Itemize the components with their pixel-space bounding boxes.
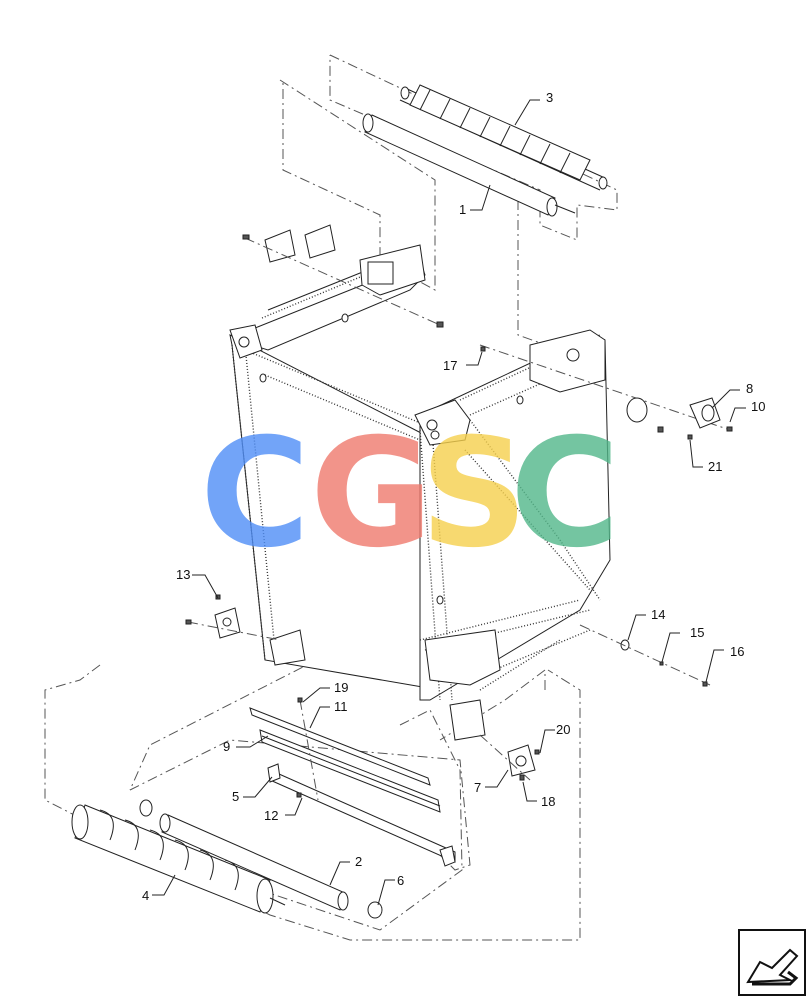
top-bearings xyxy=(242,224,444,328)
watermark-letter-g: G xyxy=(310,407,433,581)
callout-15: 15 xyxy=(690,625,704,640)
cgsc-watermark: C G S C xyxy=(200,407,620,581)
callout-labels: 3 1 8 10 21 17 13 14 15 16 19 11 9 5 12 … xyxy=(142,90,765,903)
callout-17: 17 xyxy=(443,358,457,373)
callout-7: 7 xyxy=(474,780,481,795)
watermark-letter-c1: C xyxy=(200,407,310,581)
roller-4 xyxy=(71,804,286,914)
callout-4: 4 xyxy=(142,888,149,903)
callout-13: 13 xyxy=(176,567,190,582)
roller-1 xyxy=(362,113,576,217)
callout-19: 19 xyxy=(334,680,348,695)
callout-2: 2 xyxy=(355,854,362,869)
washer-bolt-14-16 xyxy=(579,624,711,687)
frame-assembly xyxy=(229,244,611,741)
callout-1: 1 xyxy=(459,202,466,217)
bearing-7 xyxy=(479,734,540,781)
next-page-arrow-icon[interactable] xyxy=(738,929,806,996)
callout-21: 21 xyxy=(708,459,722,474)
left-bearing-13 xyxy=(185,594,281,641)
watermark-letter-c2: C xyxy=(510,407,620,581)
bearing-6 xyxy=(367,901,383,919)
strip-11 xyxy=(249,707,431,786)
callout-9: 9 xyxy=(223,739,230,754)
strip-9 xyxy=(259,729,441,813)
callout-16: 16 xyxy=(730,644,744,659)
roller-3 xyxy=(399,84,608,191)
watermark-letter-s: S xyxy=(420,407,528,581)
callout-11: 11 xyxy=(334,699,348,714)
callout-3: 3 xyxy=(546,90,553,105)
callout-12: 12 xyxy=(264,808,278,823)
callout-6: 6 xyxy=(397,873,404,888)
callout-14: 14 xyxy=(651,607,665,622)
callout-8: 8 xyxy=(746,381,753,396)
callout-leaders xyxy=(152,99,746,906)
callout-18: 18 xyxy=(541,794,555,809)
callout-5: 5 xyxy=(232,789,239,804)
roller-2 xyxy=(139,799,349,911)
callout-10: 10 xyxy=(751,399,765,414)
right-bearings xyxy=(479,344,733,440)
callout-20: 20 xyxy=(556,722,570,737)
